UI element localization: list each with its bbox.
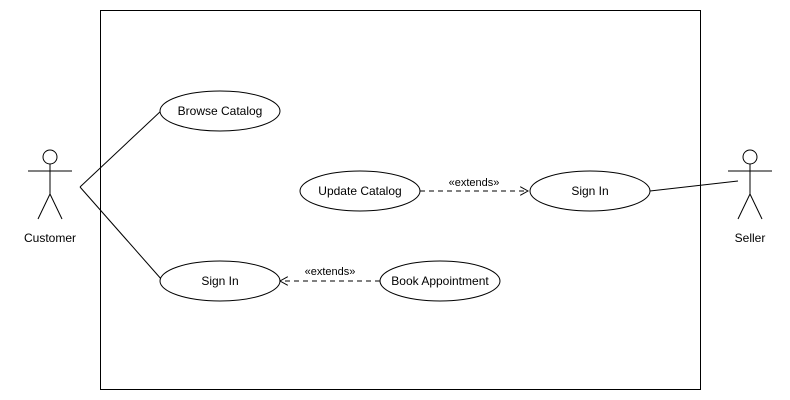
use-case-book-appointment-shape — [379, 260, 501, 302]
actor-seller-head — [742, 149, 758, 165]
use-case-customer-sign-in[interactable]: Sign In — [159, 260, 281, 302]
use-case-book-appointment-label: Book Appointment — [391, 274, 489, 288]
association-seller-sign-in[interactable] — [649, 180, 739, 192]
actor-customer-label: Customer — [24, 231, 76, 245]
association-customer-sign-in[interactable] — [79, 186, 163, 281]
association-customer-browse-catalog[interactable] — [79, 109, 163, 188]
actor-customer-head — [42, 149, 58, 165]
use-case-update-catalog-label: Update Catalog — [318, 184, 401, 198]
use-case-update-catalog[interactable]: Update Catalog — [299, 170, 421, 212]
actor-seller-leg-left — [737, 193, 751, 220]
actor-customer-leg-left — [37, 193, 51, 220]
use-case-browse-catalog[interactable]: Browse Catalog — [159, 90, 281, 132]
use-case-seller-sign-in[interactable]: Sign In — [529, 170, 651, 212]
actor-seller-label: Seller — [735, 231, 766, 245]
actor-customer-leg-right — [49, 193, 63, 220]
use-case-customer-sign-in-shape — [159, 260, 281, 302]
use-case-update-catalog-shape — [299, 170, 421, 212]
use-case-book-appointment[interactable]: Book Appointment — [379, 260, 501, 302]
extends-top-label: «extends» — [449, 177, 500, 189]
actor-seller[interactable]: Seller — [728, 149, 772, 245]
use-case-browse-catalog-shape — [159, 90, 281, 132]
use-case-seller-sign-in-label: Sign In — [571, 184, 608, 198]
actor-seller-leg-right — [749, 193, 763, 220]
extends-bottom-label: «extends» — [305, 266, 356, 278]
use-case-browse-catalog-label: Browse Catalog — [178, 104, 263, 118]
actor-customer[interactable]: Customer — [24, 149, 76, 245]
use-case-seller-sign-in-shape — [529, 170, 651, 212]
use-case-customer-sign-in-label: Sign In — [201, 274, 238, 288]
